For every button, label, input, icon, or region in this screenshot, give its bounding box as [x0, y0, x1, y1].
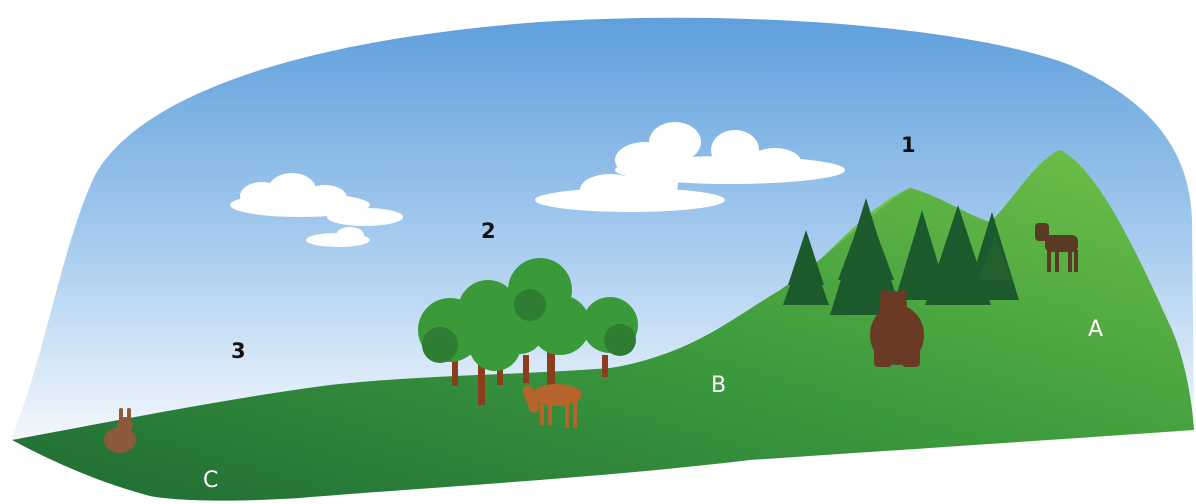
label-2: 2	[481, 219, 496, 243]
label-3: 3	[231, 339, 246, 363]
zone-label-b: B	[711, 373, 726, 398]
hillside	[12, 150, 1194, 501]
cloud-right	[535, 122, 845, 212]
zone-label-a: A	[1088, 317, 1103, 342]
conifer-forest	[783, 198, 1019, 315]
mountain-goat	[1035, 223, 1078, 272]
zone-label-c: C	[203, 468, 218, 493]
bear	[870, 290, 924, 367]
deciduous-trees	[418, 258, 638, 405]
label-1: 1	[901, 133, 916, 157]
deer	[522, 384, 582, 428]
cloud-left	[230, 173, 403, 247]
rabbit	[104, 408, 136, 453]
